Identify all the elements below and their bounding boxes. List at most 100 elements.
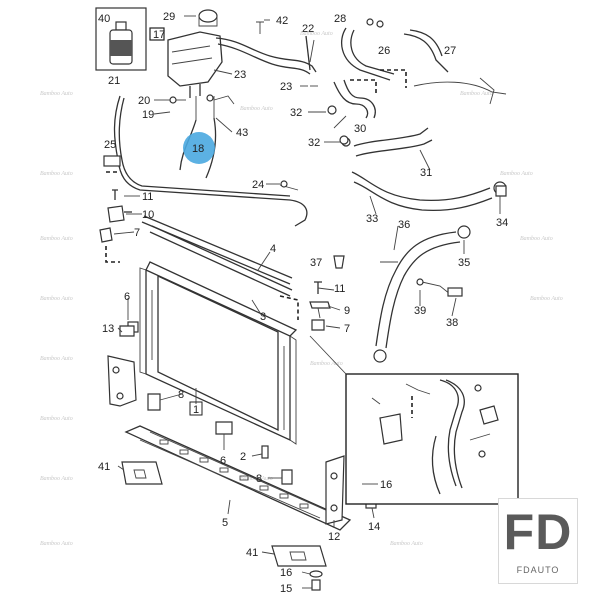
callout-labels: 40 29 17 42 22 28 26 27 23 23 21 20 19 4… — [98, 11, 508, 595]
watermark-text: Bamboo Auto — [520, 236, 553, 242]
part-34-35-caps — [495, 185, 507, 197]
watermark-text: Bamboo Auto — [40, 541, 73, 547]
watermark-text: Bamboo Auto — [240, 106, 273, 112]
callout-11: 11 — [142, 191, 153, 203]
callout-32b: 32 — [308, 137, 320, 149]
callout-6b: 6 — [220, 455, 226, 467]
watermark-text: Bamboo Auto — [460, 91, 493, 97]
watermark-text: Bamboo Auto — [40, 356, 73, 362]
callout-27: 27 — [444, 45, 456, 57]
part-6-mounts — [119, 325, 233, 435]
callout-3: 3 — [260, 311, 266, 323]
watermark-text: Bamboo Auto — [40, 91, 73, 97]
fdauto-logo: FD FDAUTO — [498, 498, 578, 584]
part-24-connector — [280, 180, 288, 188]
callout-11b: 11 — [334, 283, 345, 295]
radiator — [127, 261, 298, 445]
callout-32: 32 — [290, 107, 302, 119]
callout-24: 24 — [252, 179, 264, 191]
watermark-text: Bamboo Auto — [310, 361, 343, 367]
part-12-bracket — [325, 455, 345, 525]
callout-34: 34 — [496, 217, 508, 229]
callout-33: 33 — [366, 213, 378, 225]
callout-1: 1 — [193, 404, 199, 416]
watermark-text: Bamboo Auto — [300, 31, 333, 37]
callout-20: 20 — [138, 95, 150, 107]
callout-23: 23 — [234, 69, 246, 81]
logo-sub-text: FDAUTO — [516, 565, 560, 575]
part-8-rubber-mounts — [147, 393, 293, 485]
callout-4: 4 — [270, 243, 276, 255]
callout-37: 37 — [310, 257, 322, 269]
callout-21: 21 — [108, 75, 120, 87]
watermark-text: Bamboo Auto — [40, 476, 73, 482]
callout-42: 42 — [276, 15, 288, 27]
callout-19: 19 — [142, 109, 154, 121]
callout-28: 28 — [334, 13, 346, 25]
watermark-text: Bamboo Auto — [390, 541, 423, 547]
watermark-text: Bamboo Auto — [40, 236, 73, 242]
watermark: Bamboo Auto Bamboo Auto Bamboo Auto Bamb… — [40, 31, 563, 547]
callout-8b: 8 — [256, 473, 262, 485]
logo-main-text: FD — [503, 504, 573, 560]
part-9-sensor — [309, 301, 331, 319]
callout-16: 16 — [380, 479, 392, 491]
part-3-4-seals — [141, 215, 299, 320]
watermark-text: Bamboo Auto — [40, 416, 73, 422]
callout-17: 17 — [153, 29, 165, 41]
callout-8: 8 — [178, 389, 184, 401]
callout-10: 10 — [142, 209, 154, 221]
callout-9: 9 — [344, 305, 350, 317]
callout-22: 22 — [302, 23, 314, 35]
hose-22-23 — [256, 21, 318, 87]
callout-35: 35 — [458, 257, 470, 269]
expansion-tank — [149, 9, 317, 98]
part-37-clip — [333, 255, 345, 269]
part-13-side-bracket — [107, 355, 137, 407]
callout-30: 30 — [354, 123, 366, 135]
callout-18: 18 — [192, 143, 204, 155]
callout-36: 36 — [398, 219, 410, 231]
callout-23b: 23 — [280, 81, 292, 93]
part-10-11-bracket — [107, 189, 132, 223]
part-2-bolt — [261, 445, 269, 459]
part-5-lower-crossmember — [124, 425, 352, 531]
detail-inset — [309, 335, 519, 505]
hose-30 — [333, 79, 377, 119]
part-25-clip — [103, 155, 121, 173]
hoses-26-27-28 — [340, 18, 507, 105]
callout-12: 12 — [328, 531, 340, 543]
callout-7b: 7 — [344, 323, 350, 335]
callout-26: 26 — [378, 45, 390, 57]
callout-7: 7 — [134, 227, 140, 239]
hose-36 — [373, 225, 471, 363]
callout-38: 38 — [446, 317, 458, 329]
callout-25: 25 — [104, 139, 116, 151]
callout-15: 15 — [280, 583, 292, 595]
callout-31: 31 — [420, 167, 432, 179]
part-7-11-right — [311, 281, 325, 331]
watermark-text: Bamboo Auto — [500, 171, 533, 177]
callout-16b: 16 — [280, 567, 292, 579]
watermark-text: Bamboo Auto — [40, 296, 73, 302]
watermark-text: Bamboo Auto — [40, 171, 73, 177]
callout-41: 41 — [98, 461, 110, 473]
callout-5: 5 — [222, 517, 228, 529]
callout-41b: 41 — [246, 547, 258, 559]
leader-lines — [113, 15, 501, 589]
callout-6: 6 — [124, 291, 130, 303]
part-41-plate-lower — [271, 545, 327, 567]
callout-2: 2 — [240, 451, 246, 463]
callout-13: 13 — [102, 323, 114, 335]
highlight-marker — [183, 132, 215, 164]
callout-14: 14 — [368, 521, 380, 533]
part-40-coolant-bottle — [95, 7, 147, 71]
callout-39: 39 — [414, 305, 426, 317]
watermark-text: Bamboo Auto — [530, 296, 563, 302]
part-38-39-sensor — [416, 278, 463, 297]
part-41-plate — [121, 461, 163, 485]
part-32-clips — [327, 105, 349, 145]
callout-43: 43 — [236, 127, 248, 139]
part-7-mount-upper — [99, 227, 120, 263]
